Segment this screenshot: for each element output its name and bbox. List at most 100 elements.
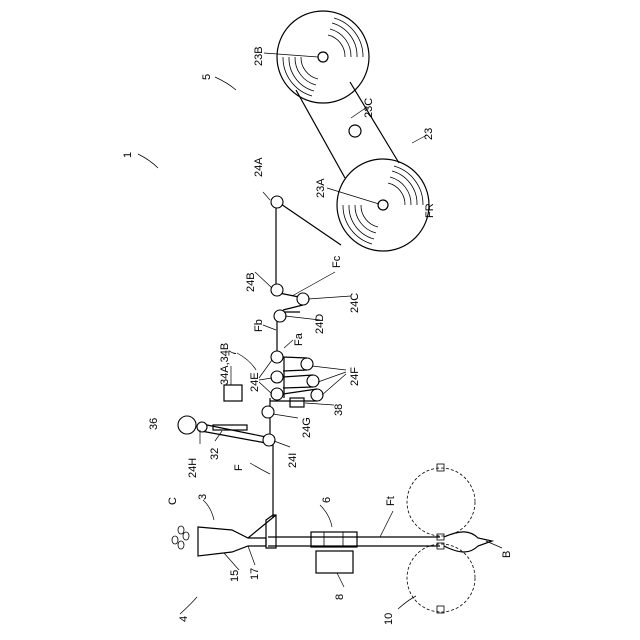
lead-24B bbox=[255, 272, 272, 288]
lower-roll-23A bbox=[337, 159, 429, 251]
loop-1a bbox=[283, 357, 307, 358]
roller-24E-1 bbox=[271, 351, 283, 363]
lead-17 bbox=[248, 546, 255, 565]
label-24I: 24I bbox=[287, 453, 299, 468]
label-24H: 24H bbox=[187, 458, 199, 478]
lead-24F-b bbox=[318, 372, 346, 382]
reference-labels: 1 5 23B 23C 23 23A FR 24A 24B Fc 24C 24D… bbox=[122, 46, 513, 625]
extrusion-unit bbox=[172, 515, 440, 573]
lead-F bbox=[250, 463, 270, 474]
label-24E: 24E bbox=[249, 372, 261, 392]
label-17: 17 bbox=[249, 568, 261, 580]
lower-roll-hatching bbox=[343, 166, 423, 244]
pellet-4 bbox=[178, 541, 184, 549]
label-B: B bbox=[501, 551, 513, 558]
lead-4 bbox=[180, 597, 197, 614]
lead-38 bbox=[305, 403, 334, 405]
film-to-roll bbox=[278, 202, 341, 245]
lead-8 bbox=[337, 573, 344, 587]
label-38: 38 bbox=[333, 404, 345, 416]
pellet-2 bbox=[183, 532, 189, 540]
roller-24G bbox=[262, 406, 274, 418]
lead-24I bbox=[274, 441, 290, 447]
film-24D-24C bbox=[283, 305, 303, 310]
lead-24C bbox=[308, 296, 351, 299]
label-23: 23 bbox=[423, 128, 435, 140]
roller-24H bbox=[197, 422, 207, 432]
lead-1 bbox=[138, 154, 158, 168]
pellet-1 bbox=[178, 526, 184, 534]
lead-5 bbox=[215, 77, 236, 90]
lead-3 bbox=[203, 500, 214, 520]
device-6 bbox=[311, 532, 357, 547]
nip-unit bbox=[407, 464, 492, 613]
label-1: 1 bbox=[122, 152, 134, 158]
roller-24D bbox=[274, 310, 286, 322]
nip-roll-lower bbox=[407, 544, 475, 612]
lower-roll-hub bbox=[378, 200, 388, 210]
lead-Fc bbox=[292, 272, 335, 296]
label-24G: 24G bbox=[301, 417, 313, 438]
rollers bbox=[178, 196, 323, 446]
label-FR: FR bbox=[424, 203, 436, 218]
lead-24G bbox=[273, 414, 298, 418]
loop-1b bbox=[283, 370, 307, 371]
label-10: 10 bbox=[383, 613, 395, 625]
roller-24F-1 bbox=[301, 358, 313, 370]
roller-24C bbox=[297, 293, 309, 305]
controller-34 bbox=[224, 385, 242, 401]
upper-roll-hub bbox=[318, 52, 328, 62]
lead-32 bbox=[215, 431, 222, 441]
roller-24F-2 bbox=[307, 375, 319, 387]
lead-24F-c bbox=[322, 374, 346, 395]
label-Fc: Fc bbox=[331, 255, 343, 268]
lead-B bbox=[486, 541, 502, 548]
label-15: 15 bbox=[229, 570, 241, 582]
roller-24E-2 bbox=[271, 371, 283, 383]
lead-23B bbox=[264, 53, 318, 57]
pellet-3 bbox=[172, 536, 178, 544]
roller-24A bbox=[271, 196, 283, 208]
label-23A: 23A bbox=[315, 178, 327, 198]
film-lower bbox=[201, 431, 266, 443]
upper-roll-23B bbox=[277, 11, 369, 103]
die-taper-top bbox=[248, 515, 276, 538]
label-32: 32 bbox=[209, 448, 221, 460]
arm-edge-right bbox=[350, 82, 399, 163]
label-23B: 23B bbox=[253, 46, 265, 66]
lead-Fa bbox=[284, 340, 293, 348]
lead-6 bbox=[320, 505, 332, 527]
lead-23A bbox=[327, 188, 379, 204]
label-8: 8 bbox=[334, 594, 346, 600]
nip-marker-1 bbox=[437, 464, 444, 471]
label-24B: 24B bbox=[245, 272, 257, 292]
roller-24E-3 bbox=[271, 388, 283, 400]
label-Fb: Fb bbox=[253, 319, 265, 332]
lead-7 bbox=[237, 353, 256, 370]
nip-roll-upper bbox=[407, 468, 475, 536]
lead-15 bbox=[224, 553, 239, 570]
label-Fa: Fa bbox=[293, 332, 305, 346]
label-24F: 24F bbox=[349, 367, 361, 386]
lead-24A bbox=[263, 192, 270, 200]
label-36: 36 bbox=[148, 418, 160, 430]
label-23C: 23C bbox=[363, 98, 375, 118]
roller-36 bbox=[178, 416, 196, 434]
label-24A: 24A bbox=[253, 157, 265, 177]
arm-pivot bbox=[349, 125, 361, 137]
die-head bbox=[266, 515, 276, 548]
label-3: 3 bbox=[197, 494, 209, 500]
label-F: F bbox=[233, 464, 245, 471]
roller-24B bbox=[271, 284, 283, 296]
roller-24F-3 bbox=[311, 389, 323, 401]
lead-24F-a bbox=[312, 366, 346, 370]
label-6: 6 bbox=[321, 497, 333, 503]
unit-8 bbox=[316, 551, 353, 573]
label-24C: 24C bbox=[349, 293, 361, 313]
label-24D: 24D bbox=[314, 314, 326, 334]
bubble-B bbox=[444, 532, 492, 552]
label-C: C bbox=[167, 497, 179, 505]
label-Ft: Ft bbox=[385, 496, 397, 506]
label-4: 4 bbox=[178, 616, 190, 622]
roller-24I bbox=[263, 434, 275, 446]
